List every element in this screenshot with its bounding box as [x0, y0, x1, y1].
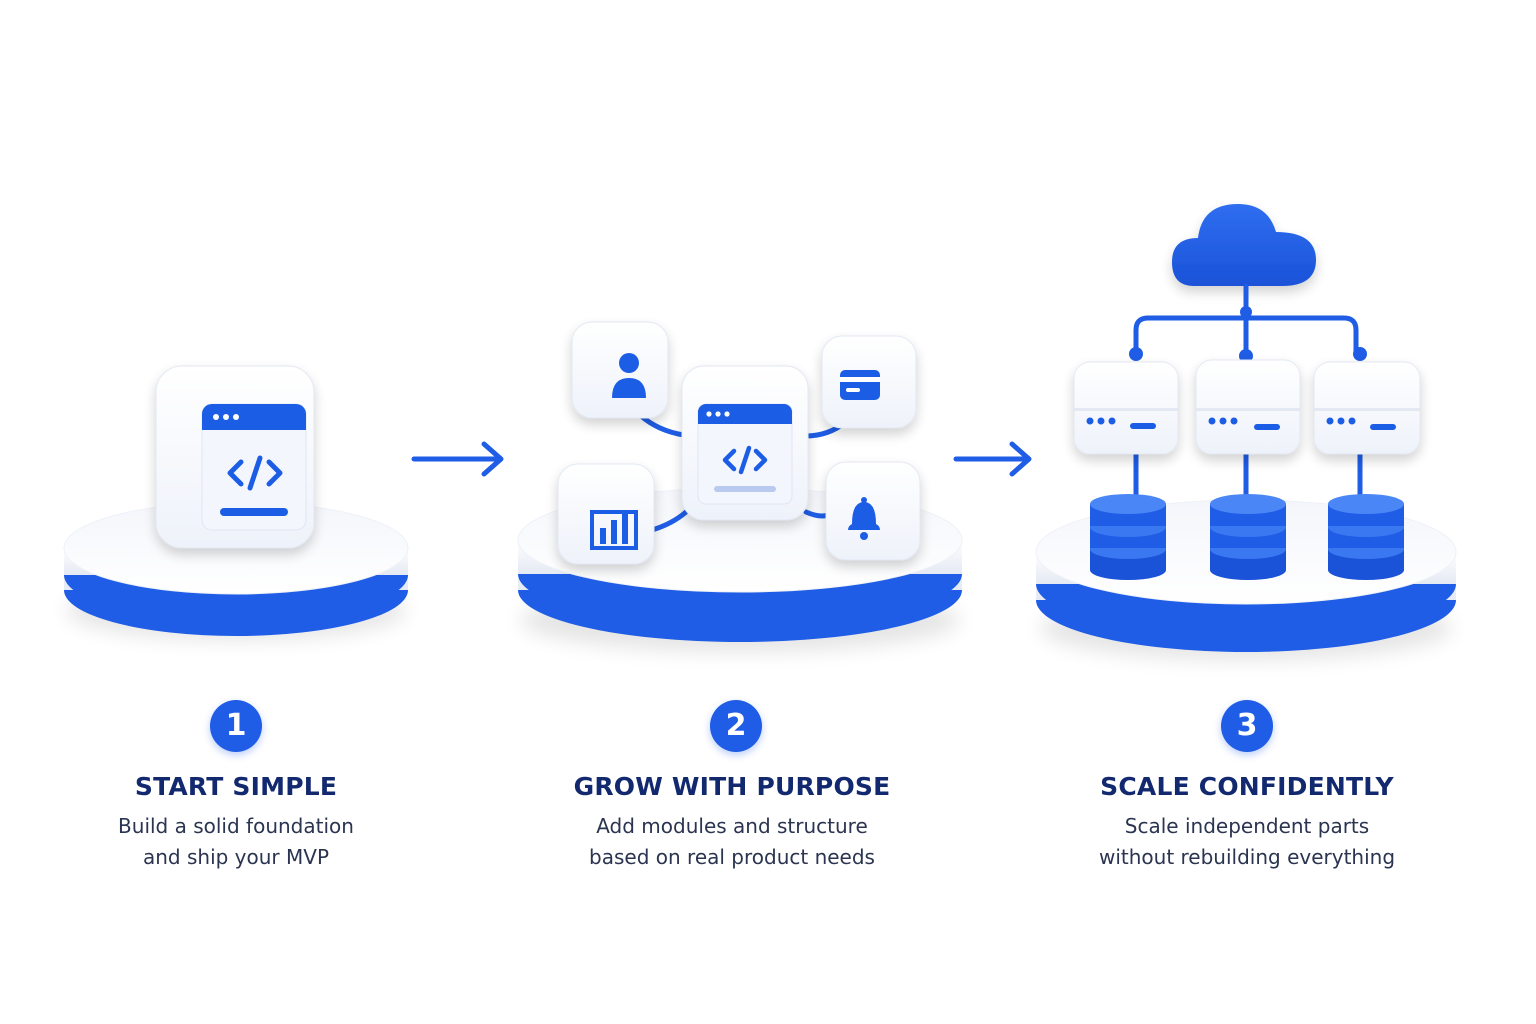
arrow-right-icon — [411, 441, 504, 477]
card-icon — [821, 335, 917, 429]
cloud-icon — [1172, 204, 1316, 286]
server-icon — [1313, 361, 1421, 455]
step-1-illustration — [63, 365, 409, 640]
step-number-badge: 1 — [210, 700, 262, 752]
step-3-illustration — [1035, 204, 1457, 660]
bell-icon — [825, 461, 921, 561]
arrow-right-icon — [953, 441, 1032, 477]
step-number-badge: 3 — [1221, 700, 1273, 752]
code-window-icon — [155, 365, 315, 549]
step-description-line-2: and ship your MVP — [142, 845, 329, 869]
step-title: START SIMPLE — [134, 772, 338, 801]
server-icon — [1195, 359, 1301, 455]
step-title: SCALE CONFIDENTLY — [1100, 772, 1394, 801]
chart-icon — [557, 463, 655, 565]
server-icon — [1073, 361, 1179, 455]
step-description-line-1: Scale independent parts — [1124, 814, 1370, 838]
code-window-icon — [681, 365, 809, 521]
database-icon — [1210, 494, 1286, 580]
step-number-badge: 2 — [710, 700, 762, 752]
step-description-line-2: without rebuilding everything — [1098, 845, 1396, 869]
step-title: GROW WITH PURPOSE — [573, 772, 891, 801]
step-description-line-2: based on real product needs — [589, 845, 875, 869]
step-description-line-1: Build a solid foundation — [118, 814, 354, 838]
user-icon — [571, 321, 669, 419]
step-2-illustration — [517, 321, 963, 652]
database-icon — [1328, 494, 1404, 580]
step-description-line-1: Add modules and structure — [596, 814, 868, 838]
database-icon — [1090, 494, 1166, 580]
